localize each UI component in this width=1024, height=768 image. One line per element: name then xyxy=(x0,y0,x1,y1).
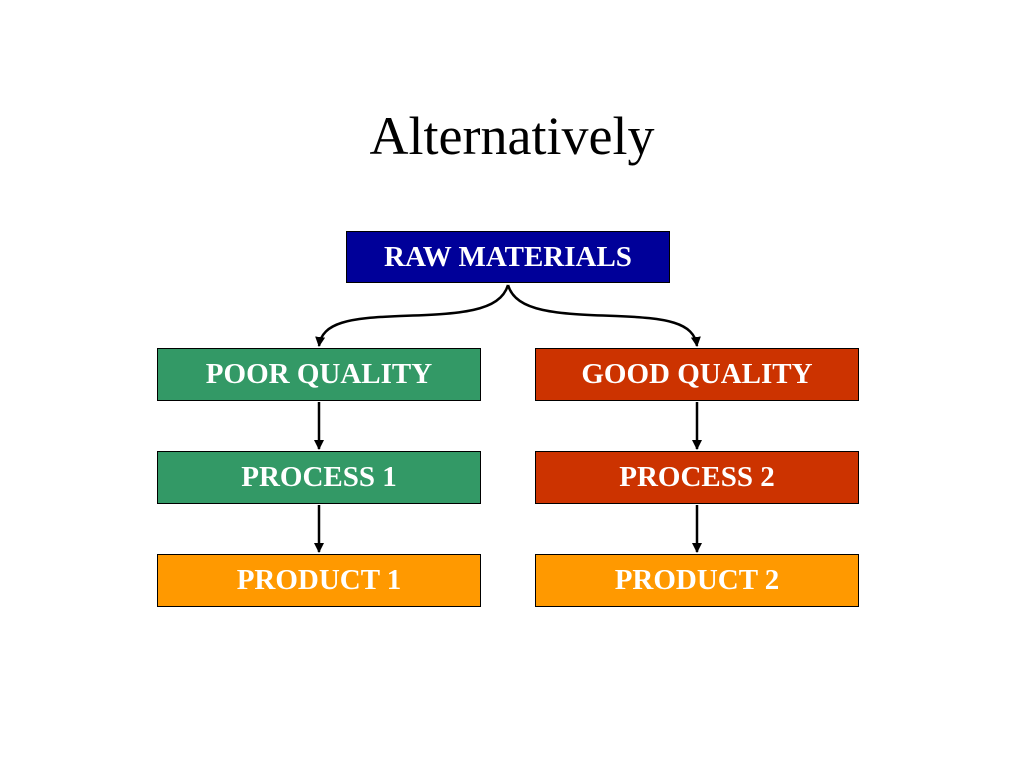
process-2-label: PROCESS 2 xyxy=(619,461,775,493)
poor-quality-label: POOR QUALITY xyxy=(205,358,433,390)
arrow-raw-to-poor xyxy=(315,284,510,347)
raw-materials-label: RAW MATERIALS xyxy=(384,240,632,273)
slide-title: Alternatively xyxy=(369,106,655,166)
arrow-raw-to-good xyxy=(506,284,701,347)
process-1-label: PROCESS 1 xyxy=(241,461,397,493)
product-2-label: PRODUCT 2 xyxy=(614,564,780,596)
raw-materials-box: RAW MATERIALS xyxy=(346,231,670,283)
process-1-box: PROCESS 1 xyxy=(157,451,481,504)
poor-quality-box: POOR QUALITY xyxy=(157,348,481,401)
process-2-box: PROCESS 2 xyxy=(535,451,859,504)
product-1-box: PRODUCT 1 xyxy=(157,554,481,607)
good-quality-label: GOOD QUALITY xyxy=(581,358,813,390)
product-2-box: PRODUCT 2 xyxy=(535,554,859,607)
good-quality-box: GOOD QUALITY xyxy=(535,348,859,401)
product-1-label: PRODUCT 1 xyxy=(236,564,402,596)
